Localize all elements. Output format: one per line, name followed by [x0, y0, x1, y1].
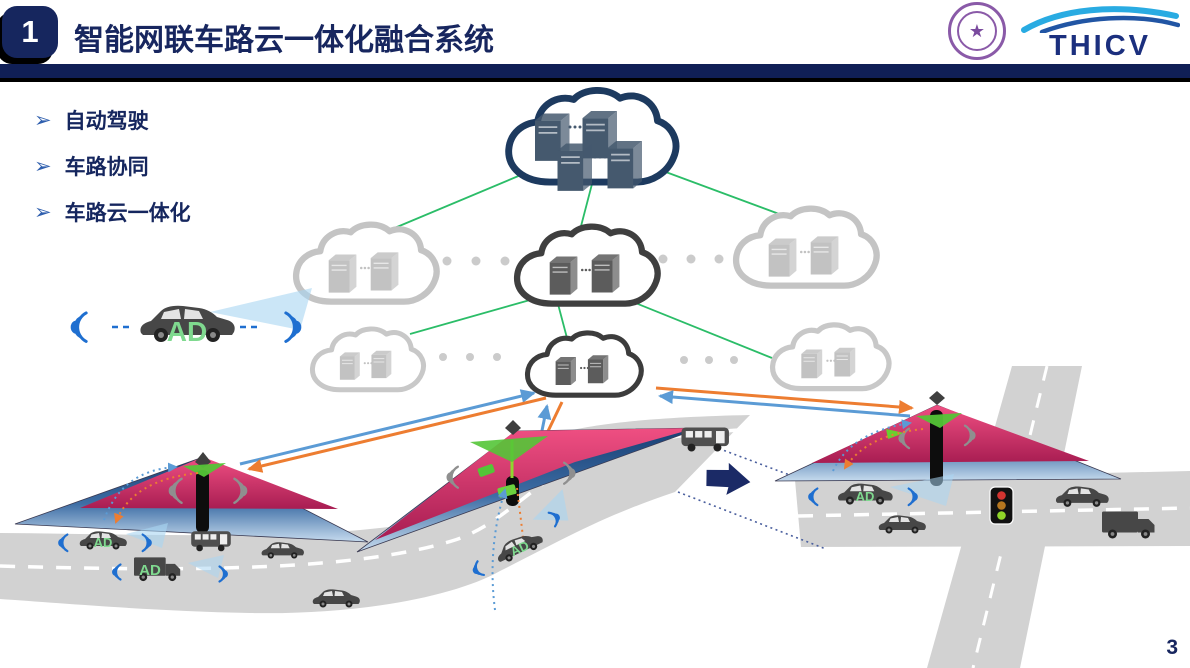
cloud-ellipsis-dots [439, 254, 738, 364]
coverage-cone-pink [375, 428, 696, 540]
rsu-sensor-icon [505, 420, 521, 435]
central-cloud-icon [509, 90, 676, 192]
traffic-light-icon [989, 486, 1014, 525]
edge-cloud-center-icon [528, 333, 642, 395]
lidar-fan-icon [183, 463, 226, 477]
v2i-downlink-dotted [516, 487, 529, 548]
title-divider-bar [0, 64, 1190, 82]
regional-cloud-left-icon [296, 225, 437, 302]
thicv-logo: THICV [1016, 3, 1184, 62]
v2i-downlink-dotted [114, 472, 199, 524]
scene-left-vehicles: AD AD [58, 523, 360, 608]
v2i-downlink-dotted [843, 428, 924, 470]
edge-cloud-right-icon [773, 325, 889, 389]
roadside-unit-middle [356, 420, 701, 611]
svg-text:AD: AD [94, 535, 113, 550]
rsu-sensor-icon [195, 452, 211, 468]
autonomous-car-hero: AD [70, 288, 312, 347]
wifi-signal-icon [70, 311, 88, 343]
tsinghua-seal-logo: ★ [948, 2, 1006, 60]
download-arrow-right [655, 386, 914, 414]
v2i-uplink-dotted [491, 488, 508, 611]
cloud-link-lines [384, 167, 791, 359]
lidar-fan-icon [470, 436, 548, 462]
edge-cloud-left-icon [312, 329, 423, 390]
lidar-detection [886, 429, 904, 439]
svg-text:AD: AD [508, 538, 531, 560]
sensor-beam-icon [210, 288, 312, 330]
rsu-pole [196, 470, 209, 533]
v2i-uplink-dotted [832, 419, 912, 472]
slide-number-badge: 1 [2, 6, 58, 58]
ad-car: AD [808, 474, 954, 507]
thicv-logo-text: THICV [1049, 30, 1151, 62]
cross-road-vertical-centerline [971, 365, 1049, 668]
zoom-block-arrow-icon [706, 462, 751, 495]
roadside-unit-left [14, 452, 369, 543]
ad-truck: AD [112, 555, 228, 583]
data-flow-arrows [239, 386, 914, 473]
regional-cloud-center-icon [517, 227, 658, 304]
bullet-item-vehicle-road-cloud-integration: ➢ 车路云一体化 [34, 198, 191, 226]
tsinghua-seal-star-icon: ★ [957, 11, 997, 51]
arrow-bullet-icon: ➢ [34, 154, 52, 178]
svg-text:AD: AD [856, 489, 875, 504]
download-arrow-left [247, 396, 547, 473]
bullet-label: 自动驾驶 [64, 110, 149, 133]
scene-middle-vehicles: AD [469, 427, 729, 580]
header-logos: ★ THICV [948, 2, 1184, 62]
ad-car: AD [58, 523, 168, 553]
v2i-uplink-dotted [103, 462, 178, 521]
arrow-bullet-icon: ➢ [34, 108, 52, 132]
zoom-connector [677, 436, 827, 550]
upload-arrow-right [658, 390, 911, 418]
bullet-item-vehicle-road-cooperation: ➢ 车路协同 [34, 152, 191, 180]
bullet-label: 车路云一体化 [64, 202, 191, 225]
bullet-item-autonomous-driving: ➢ 自动驾驶 [34, 106, 191, 134]
upload-arrow-left [239, 389, 536, 466]
page-number: 3 [1166, 636, 1178, 659]
ad-label: AD [167, 316, 207, 347]
coverage-cone-pink [812, 405, 1089, 463]
regional-cloud-right-icon [736, 209, 877, 286]
rsu-pole [930, 410, 943, 486]
thicv-car-swoosh-icon [1021, 6, 1180, 33]
bullet-label: 车路协同 [64, 156, 149, 179]
lidar-detection [477, 464, 495, 477]
scene-right-vehicles: AD [808, 474, 1155, 539]
lidar-fan-icon [916, 413, 962, 428]
page-title: 智能网联车路云一体化融合系统 [74, 24, 494, 57]
arrow-bullet-icon: ➢ [34, 200, 52, 224]
svg-text:AD: AD [139, 562, 161, 579]
ad-car: AD [469, 489, 569, 580]
bullet-list: ➢ 自动驾驶 ➢ 车路协同 ➢ 车路云一体化 [34, 106, 191, 244]
roadside-unit-right [774, 391, 1122, 486]
rsu-sensor-icon [929, 391, 945, 405]
